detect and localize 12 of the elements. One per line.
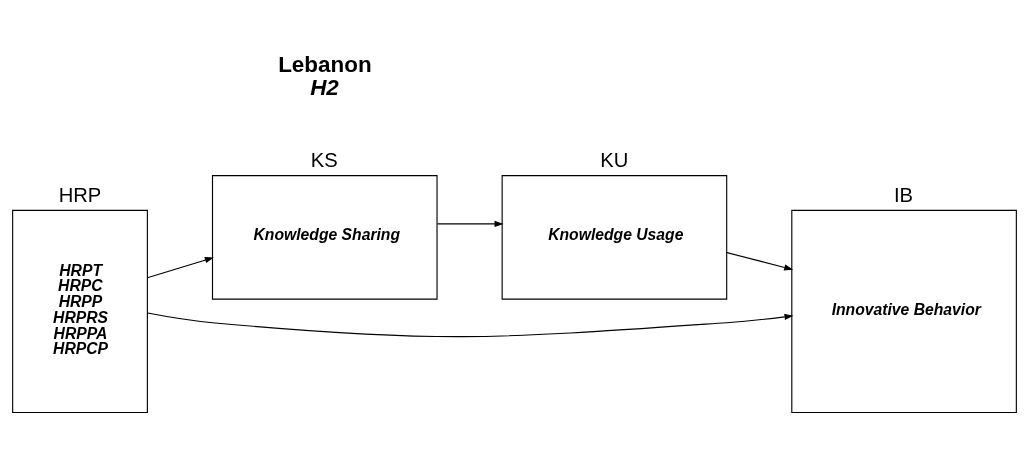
node-box: HRPT HRPC HRPP HRPRS HRPPA HRPCP: [12, 209, 148, 414]
node-label: KU: [600, 149, 629, 172]
arrow: [146, 257, 214, 279]
node-box: Knowledge Sharing: [211, 175, 438, 300]
arrow: [726, 252, 794, 271]
node-box: Knowledge Usage: [501, 175, 728, 300]
node-box: Innovative Behavior: [791, 209, 1017, 414]
node-label: KS: [310, 149, 338, 172]
arrow: [147, 312, 794, 338]
arrow: [436, 220, 504, 228]
node-label: IB: [893, 183, 914, 206]
node-label: HRP: [58, 183, 102, 206]
